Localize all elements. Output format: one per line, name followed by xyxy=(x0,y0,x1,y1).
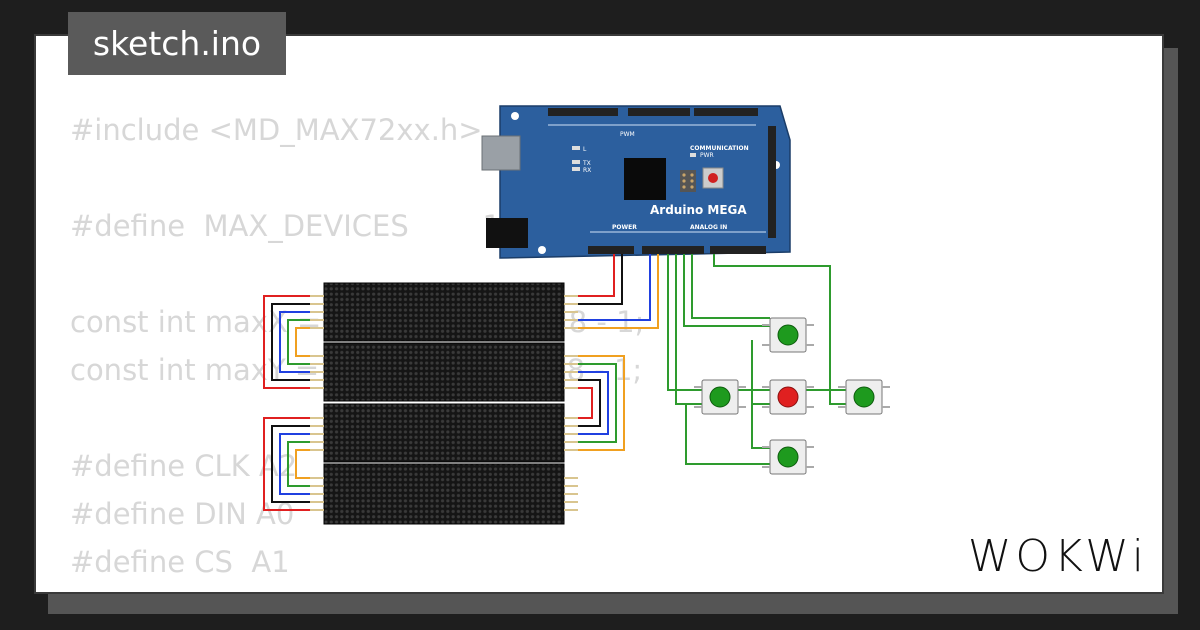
header-strip xyxy=(642,246,704,254)
analog-in-label: ANALOG IN xyxy=(690,224,727,231)
led-matrix-module[interactable] xyxy=(323,403,565,463)
mcu-chip xyxy=(624,158,666,200)
power-label: POWER xyxy=(612,224,637,231)
header-strip xyxy=(710,246,766,254)
led-tx-label: TX xyxy=(582,160,591,167)
led-rx-label: RX xyxy=(583,167,591,174)
push-button-right[interactable] xyxy=(838,379,890,415)
push-button-left[interactable] xyxy=(694,379,746,415)
led-matrix-module[interactable] xyxy=(323,463,565,525)
header-strip xyxy=(694,108,758,116)
matrix-pins xyxy=(310,295,578,511)
communication-label: COMMUNICATION xyxy=(690,145,749,152)
code-line: #include <MD_MAX72xx.h> xyxy=(70,113,483,147)
wires xyxy=(263,254,846,511)
code-background: #include <MD_MAX72xx.h>#define MAX_DEVIC… xyxy=(70,106,644,586)
header-strip xyxy=(588,246,634,254)
code-line: #define CS A1 xyxy=(70,545,290,579)
reset-button-cap xyxy=(708,173,718,183)
board-name: Arduino MEGA xyxy=(650,203,747,217)
arduino-mega[interactable]: PWM COMMUNICATION POWER ANALOG IN L TX R… xyxy=(481,105,791,259)
usb-port-icon xyxy=(481,135,521,171)
header-strip xyxy=(548,108,618,116)
push-button-top[interactable] xyxy=(762,317,814,353)
push-button-center[interactable] xyxy=(762,379,814,415)
push-button-bottom[interactable] xyxy=(762,439,814,475)
led-matrix-module[interactable] xyxy=(323,282,565,342)
mount-hole-icon xyxy=(538,246,546,254)
header-strip xyxy=(628,108,690,116)
pwm-label: PWM xyxy=(620,131,635,138)
file-tab[interactable]: sketch.ino xyxy=(68,12,286,75)
mount-hole-icon xyxy=(511,112,519,120)
code-line: #define CLK A2 xyxy=(70,449,298,483)
icsp-header xyxy=(680,170,696,192)
led-l-label: L xyxy=(583,146,587,153)
pwr-label: PWR xyxy=(700,152,714,159)
led-matrix-module[interactable] xyxy=(323,342,565,402)
power-jack-icon xyxy=(486,218,528,248)
header-strip xyxy=(768,126,776,238)
wokwi-logo: WOKWi xyxy=(967,531,1148,582)
